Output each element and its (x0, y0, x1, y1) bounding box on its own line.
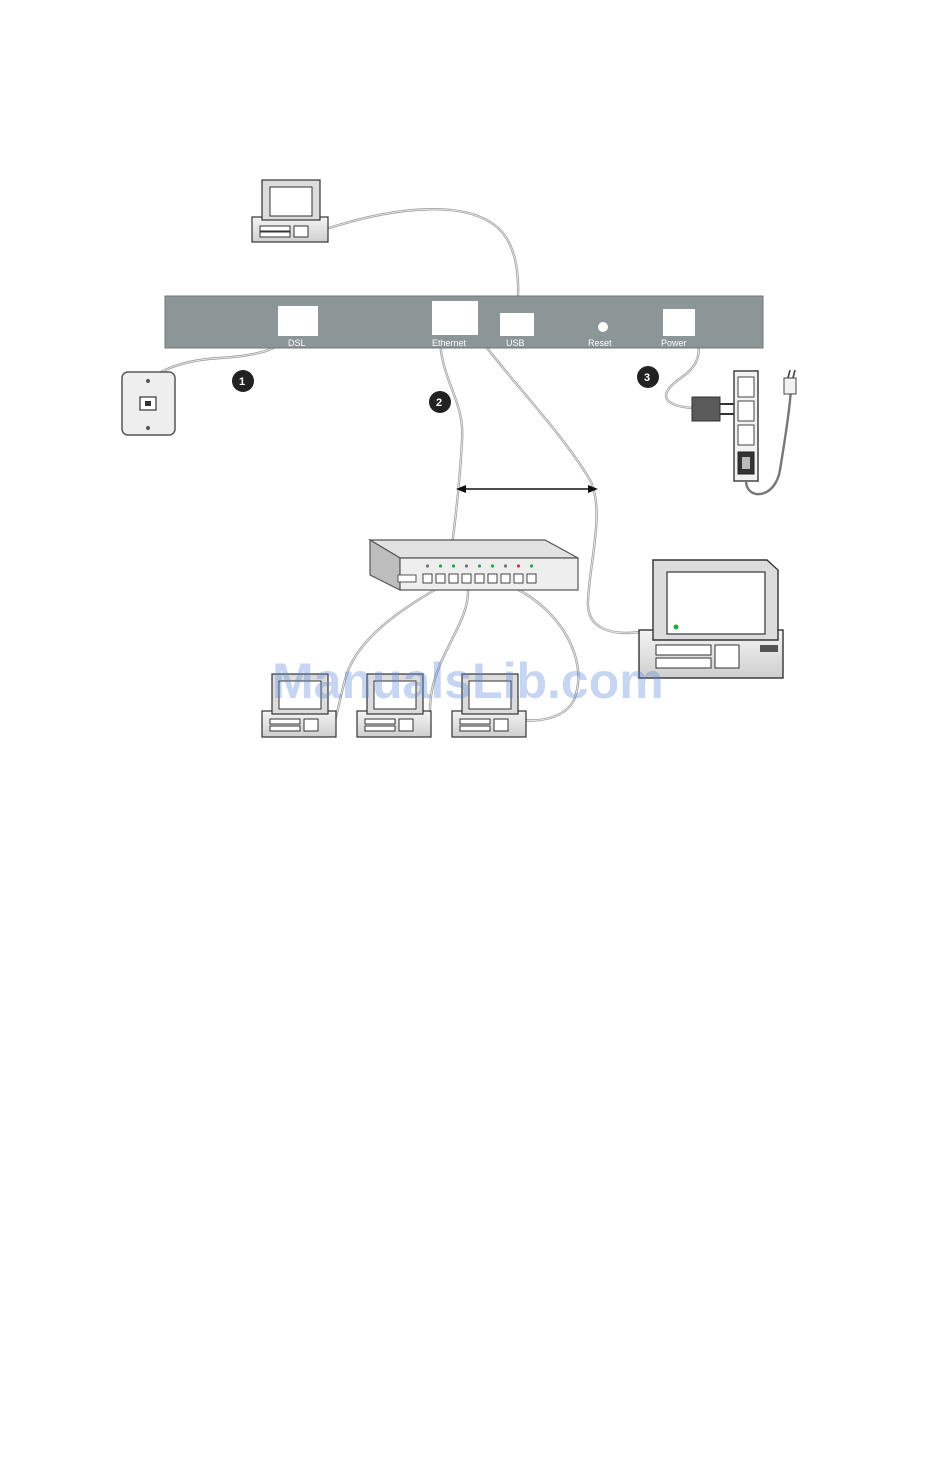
hub-led (426, 564, 429, 567)
step-3-number: 3 (644, 372, 650, 384)
usb-computer-icon (252, 180, 328, 242)
router-back-panel: DSL Ethernet USB Reset Power (165, 296, 763, 348)
hub-led (530, 564, 533, 567)
hub-port (423, 574, 432, 583)
step-2-number: 2 (436, 397, 442, 409)
hub-ports (423, 564, 536, 583)
hub-port (514, 574, 523, 583)
usb-port-label: USB (506, 338, 525, 348)
hub-led (478, 564, 481, 567)
phone-wall-jack-icon (122, 372, 175, 435)
hub-port (488, 574, 497, 583)
step-marker-1: 1 (232, 370, 254, 392)
hub-port (475, 574, 484, 583)
power-adapter-icon (692, 397, 736, 421)
dsl-port-label: DSL (288, 338, 306, 348)
hub-led (491, 564, 494, 567)
hub-led (504, 564, 507, 567)
hub-port (527, 574, 536, 583)
ethernet-hub-icon (370, 540, 578, 590)
hub-port (501, 574, 510, 583)
hub-led (465, 564, 468, 567)
step-marker-2: 2 (429, 391, 451, 413)
ethernet-port-label: Ethernet (432, 338, 467, 348)
hub-port (462, 574, 471, 583)
hub-led (517, 564, 520, 567)
watermark-text: ManualsLib.com (272, 653, 664, 709)
double-arrow (456, 485, 598, 493)
cables (152, 209, 699, 728)
step-marker-3: 3 (637, 366, 659, 388)
hub-port (436, 574, 445, 583)
hub-led (452, 564, 455, 567)
hub-port (449, 574, 458, 583)
power-port-label: Power (661, 338, 687, 348)
ethernet-cable-to-hub (440, 336, 462, 545)
reset-label: Reset (588, 338, 612, 348)
power-strip-icon (734, 370, 796, 494)
step-1-number: 1 (239, 376, 245, 388)
hub-led (439, 564, 442, 567)
